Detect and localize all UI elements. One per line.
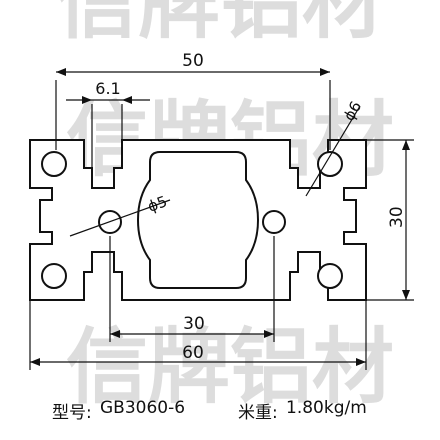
center-hole-right — [262, 210, 286, 234]
dimension-arrows — [30, 68, 410, 366]
dim-overall-width: 60 — [182, 343, 204, 363]
dim-height: 30 — [387, 206, 407, 228]
caption: 型号: GB3060-6 米重: 1.80kg/m — [0, 398, 440, 424]
model-label: 型号: — [52, 403, 92, 423]
dimension-lines — [29, 71, 414, 370]
dim-bottom-inner: 30 — [183, 314, 205, 334]
dim-hole-center: ϕ5 — [145, 192, 169, 216]
dim-slot-width: 6.1 — [95, 79, 120, 98]
model-value: GB3060-6 — [100, 398, 186, 418]
dim-top-width: 50 — [182, 51, 204, 71]
corner-hole-top-left — [41, 151, 67, 177]
corner-hole-bottom-left — [41, 263, 67, 289]
watermark-text-bottom: 信牌铝材 — [66, 320, 394, 415]
corner-hole-top-right — [317, 151, 343, 177]
weight-value: 1.80kg/m — [286, 398, 367, 418]
weight-label: 米重: — [238, 403, 278, 423]
center-chamber — [136, 151, 260, 289]
corner-hole-bottom-right — [317, 263, 343, 289]
watermark-text-top: 信牌铝材 — [56, 0, 384, 50]
